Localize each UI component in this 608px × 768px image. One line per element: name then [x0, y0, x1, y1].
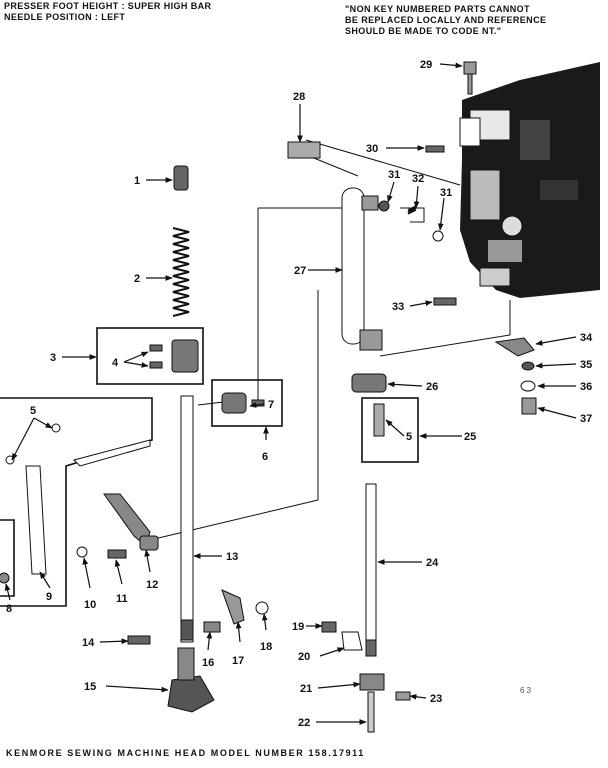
- part-number-35: 35: [580, 359, 592, 371]
- part-number-8: 8: [6, 603, 12, 615]
- part-number-31-left: 31: [388, 169, 400, 181]
- part-number-31-right: 31: [440, 187, 452, 199]
- header-note-line-3: SHOULD BE MADE TO CODE NT.": [345, 26, 502, 36]
- stray-mark: 6 3: [520, 686, 532, 695]
- part-number-3: 3: [50, 352, 56, 364]
- part-number-24: 24: [426, 557, 439, 569]
- group-box-left-edge: [0, 519, 15, 597]
- part-number-17: 17: [232, 655, 244, 667]
- part-number-27: 27: [294, 265, 306, 277]
- part-number-14: 14: [82, 637, 95, 649]
- header-needle-position: NEEDLE POSITION : LEFT: [4, 12, 126, 22]
- part-number-15: 15: [84, 681, 96, 693]
- part-number-5-right: 5: [406, 431, 412, 443]
- part-number-36: 36: [580, 381, 592, 393]
- footer-model-caption: KENMORE SEWING MACHINE HEAD MODEL NUMBER…: [6, 748, 365, 758]
- part-number-29: 29: [420, 59, 432, 71]
- part-number-13: 13: [226, 551, 238, 563]
- part-number-5-left: 5: [30, 405, 36, 417]
- part-number-16: 16: [202, 657, 214, 669]
- part-number-labels: 1 2 3 4 5 6 7 8 9 10 11 12 13 14 15 16 1…: [6, 59, 593, 729]
- header-note-line-1: "NON KEY NUMBERED PARTS CANNOT: [345, 4, 530, 14]
- part-number-12: 12: [146, 579, 158, 591]
- part-number-20: 20: [298, 651, 310, 663]
- part-number-11: 11: [116, 593, 128, 605]
- part-number-1: 1: [134, 175, 140, 187]
- small-parts: [0, 61, 537, 701]
- part-number-26: 26: [426, 381, 438, 393]
- part-number-9: 9: [46, 591, 52, 603]
- part-number-4: 4: [112, 357, 119, 369]
- header-presser-foot-height: PRESSER FOOT HEIGHT : SUPER HIGH BAR: [4, 1, 212, 11]
- part-number-28: 28: [293, 91, 305, 103]
- part-number-7: 7: [268, 399, 274, 411]
- part-number-32: 32: [412, 173, 424, 185]
- part-number-21: 21: [300, 683, 312, 695]
- reference-lines: [149, 139, 511, 541]
- group-box-left-linkage: [0, 397, 153, 607]
- part-number-10: 10: [84, 599, 96, 611]
- part-number-22: 22: [298, 717, 310, 729]
- group-box-thread-guide-6: [211, 379, 283, 427]
- part-number-18: 18: [260, 641, 272, 653]
- part-number-25: 25: [464, 431, 476, 443]
- part-number-30: 30: [366, 143, 378, 155]
- part-number-34: 34: [580, 332, 593, 344]
- group-box-needle-bar-link-25: [361, 397, 419, 463]
- machine-head-body: [459, 62, 600, 298]
- presser-bar-assembly: [167, 165, 215, 713]
- header-note-line-2: BE REPLACED LOCALLY AND REFERENCE: [345, 15, 547, 25]
- part-number-37: 37: [580, 413, 592, 425]
- leader-lines: [4, 62, 577, 725]
- needle-bar-assembly: [341, 187, 425, 733]
- part-number-19: 19: [292, 621, 304, 633]
- part-number-33: 33: [392, 301, 404, 313]
- part-number-23: 23: [430, 693, 442, 705]
- group-box-needle-clamp-3: [96, 327, 204, 385]
- part-number-2: 2: [134, 273, 140, 285]
- part-number-6: 6: [262, 451, 268, 463]
